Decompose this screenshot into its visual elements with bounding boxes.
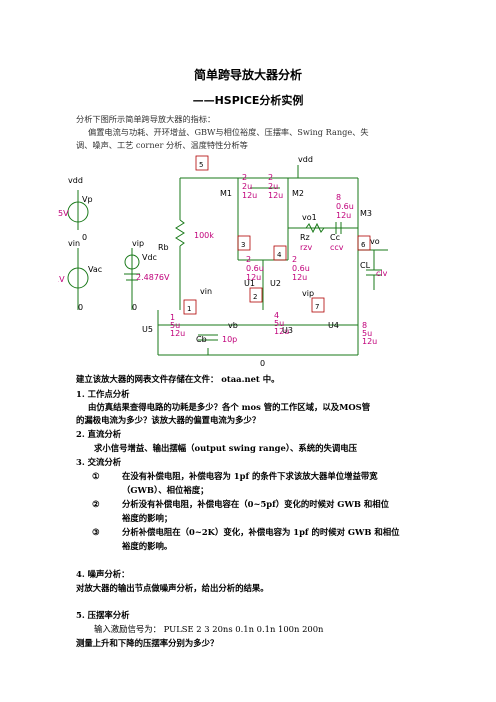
label-zero-3: 0 xyxy=(132,303,137,312)
label-u2-w: 2 xyxy=(292,255,297,264)
label-vac: Vac xyxy=(88,265,102,274)
label-vo1: vo1 xyxy=(302,213,317,222)
page-subtitle: ——HSPICE分析实例 xyxy=(192,94,304,107)
label-u5: U5 xyxy=(142,325,153,334)
section-1-body-2: 的漏极电流为多少？该放大器的偏置电流为多少？ xyxy=(76,415,261,425)
label-zero-2: 0 xyxy=(78,303,83,312)
label-m3-l: 0.6u xyxy=(336,202,354,211)
label-clv: clv xyxy=(376,269,388,278)
label-u5-l: 5u xyxy=(170,321,180,330)
intro-line-3: 调、噪声、工艺 corner 分析、温度特性分析等 xyxy=(76,140,248,150)
label-u4-w: 8 xyxy=(362,321,367,330)
marker-7: 7 xyxy=(315,303,319,311)
label-vo: vo xyxy=(370,237,380,246)
label-m1: M1 xyxy=(220,189,232,198)
label-u4-m: 12u xyxy=(362,337,377,346)
label-1v: 1V xyxy=(58,275,65,284)
label-vin-2: vin xyxy=(200,287,212,296)
label-m3: M3 xyxy=(360,209,372,218)
label-u3-m: 12u xyxy=(274,327,289,336)
section-5-body-2: 测量上升和下降的压摆率分别为多少？ xyxy=(76,638,219,648)
section-3-title: 3. 交流分析 xyxy=(76,457,122,467)
marker-5: 5 xyxy=(199,161,203,169)
section-5-title: 5. 压摆率分析 xyxy=(76,610,130,620)
item-2-line-2: 裕度的影响； xyxy=(122,513,173,523)
label-zero-bottom: 0 xyxy=(260,359,265,368)
label-u2-m: 12u xyxy=(292,273,307,282)
label-u5-m: 12u xyxy=(170,329,185,338)
label-u1: U1 xyxy=(244,279,255,288)
marker-2: 2 xyxy=(253,293,257,301)
label-m2-l: 2u xyxy=(268,182,278,191)
label-rb-val: 100k xyxy=(194,231,214,240)
item-3-number: ③ xyxy=(92,527,100,537)
section-4-body: 对放大器的输出节点做噪声分析，给出分析的结果。 xyxy=(76,583,269,593)
label-vdc-val: 2.4876V xyxy=(136,273,170,282)
label-vdd-top: vdd xyxy=(298,155,313,164)
label-vip-2: vip xyxy=(302,289,314,298)
label-u5-w: 1 xyxy=(170,313,175,322)
label-vip: vip xyxy=(132,239,144,248)
label-cb-val: 10p xyxy=(222,335,237,344)
label-vb: vb xyxy=(228,321,238,330)
section-1-title: 1. 工作点分析 xyxy=(76,389,130,399)
label-u2-l: 0.6u xyxy=(292,264,310,273)
label-m1-w: 2 xyxy=(242,173,247,182)
label-m3-m: 12u xyxy=(336,211,351,220)
label-m2-w: 2 xyxy=(268,173,273,182)
label-zero-1: 0 xyxy=(82,233,87,242)
label-cc: Cc xyxy=(330,233,340,242)
label-u2: U2 xyxy=(270,279,281,288)
netlist-note: 建立该放大器的网表文件存储在文件： otaa.net 中。 xyxy=(76,374,280,384)
label-rz: Rz xyxy=(300,233,310,242)
marker-4: 4 xyxy=(277,251,282,259)
label-rzv: rzv xyxy=(300,243,312,252)
section-4-title: 4. 噪声分析： xyxy=(76,569,130,579)
label-m1-m: 12u xyxy=(242,191,257,200)
intro-line-1: 分析下图所示简单跨导放大器的指标： xyxy=(76,114,216,124)
item-2-line-1: 分析没有补偿电阻，补偿电容在（0~5pf）变化的时候对 GWB 和相位 xyxy=(122,499,389,509)
intro-line-2: 偏置电流与功耗、开环增益、GBW与相位裕度、压摆率、Swing Range、失 xyxy=(88,127,369,137)
section-1-body-1: 由仿真结果查得电路的功耗是多少？各个 mos 管的工作区域，以及MOS管 xyxy=(88,402,371,412)
label-vdd-left: vdd xyxy=(68,176,83,185)
label-u3: U3 xyxy=(282,326,293,335)
item-3-line-2: 裕度的影响。 xyxy=(122,541,173,551)
label-u3-l: 5u xyxy=(274,319,284,328)
label-m2-m: 12u xyxy=(268,191,283,200)
item-1-line-2: （GWB）、相位裕度； xyxy=(122,485,209,495)
label-m1-l: 2u xyxy=(242,182,252,191)
label-u1-w: 2 xyxy=(246,255,251,264)
marker-1: 1 xyxy=(187,305,191,313)
marker-3: 3 xyxy=(241,241,245,249)
label-m2: M2 xyxy=(292,189,304,198)
item-1-line-1: 在没有补偿电阻，补偿电容为 1pf 的条件下求该放大器单位增益带宽 xyxy=(122,471,378,481)
label-vdc: Vdc xyxy=(142,253,157,262)
item-1-number: ① xyxy=(92,471,100,481)
ota-schematic: vdd vdd Vp 5V 0 vin vip Vac Vdc 1V 2.487… xyxy=(58,155,388,368)
label-cl: CL xyxy=(360,261,371,270)
section-5-body-1: 输入激励信号为： PULSE 2 3 20ns 0.1n 0.1n 100n 2… xyxy=(94,624,324,634)
label-vin: vin xyxy=(68,239,80,248)
section-2-title: 2. 直流分析 xyxy=(76,429,122,439)
label-u1-m: 12u xyxy=(246,273,261,282)
marker-6: 6 xyxy=(361,241,366,249)
item-3-line-1: 分析补偿电阻在（0~2K）变化，补偿电容为 1pf 的时候对 GWB 和相位 xyxy=(122,527,400,537)
page-title: 简单跨导放大器分析 xyxy=(193,68,302,82)
section-2-body: 求小信号增益、输出摆幅（output swing range）、系统的失调电压 xyxy=(94,443,358,453)
label-cb: Cb xyxy=(196,335,207,344)
label-rb: Rb xyxy=(158,243,169,252)
item-2-number: ② xyxy=(92,499,100,509)
label-5v: 5V xyxy=(58,209,69,218)
label-u4: U4 xyxy=(328,321,339,330)
label-ccv: ccv xyxy=(330,243,344,252)
label-u4-l: 5u xyxy=(362,329,372,338)
label-vp: Vp xyxy=(82,195,93,204)
label-m3-w: 8 xyxy=(336,193,341,202)
label-u3-w: 4 xyxy=(274,311,279,320)
label-u1-l: 0.6u xyxy=(246,264,264,273)
